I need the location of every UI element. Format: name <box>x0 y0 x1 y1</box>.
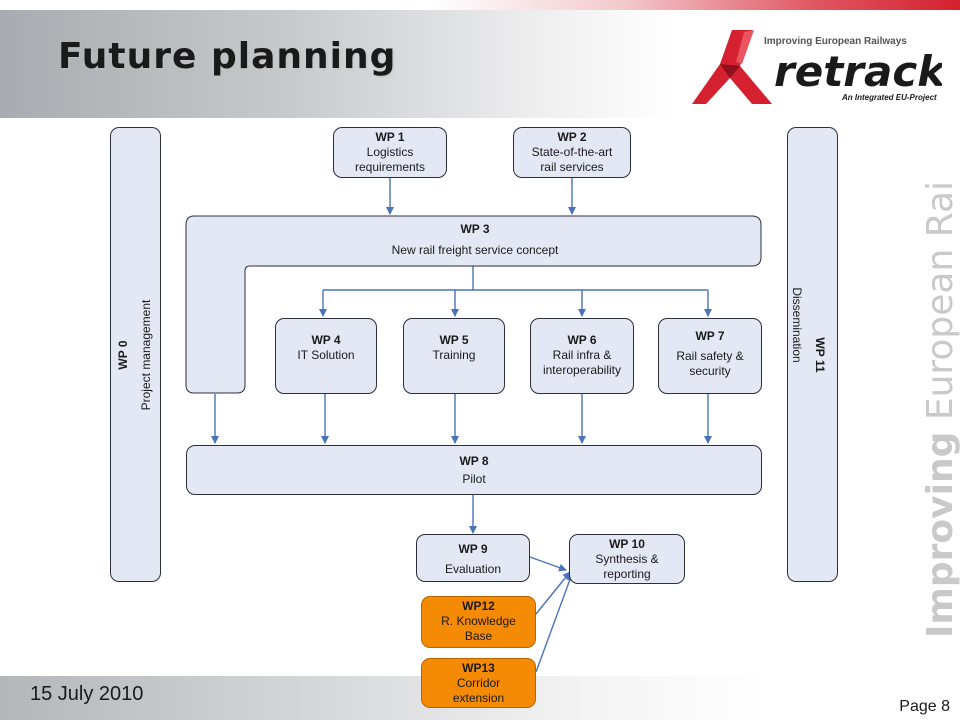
wp9-box: WP 9 Evaluation <box>416 534 530 582</box>
wp1-label: Logistics requirements <box>354 145 426 174</box>
wp12-label: R. Knowledge Base <box>441 614 516 643</box>
page-title: Future planning <box>58 36 397 77</box>
logo-name: retrack <box>774 47 942 96</box>
wp3-id: WP 3 <box>460 222 490 236</box>
wp13-id: WP13 <box>462 661 495 675</box>
svg-text:Improving European Railways: Improving European Railways <box>920 180 960 638</box>
wp7-id: WP 7 <box>695 329 725 343</box>
logo-subtitle: An Integrated EU-Project <box>841 93 937 102</box>
side-slogan-rest: European Railways <box>920 180 960 432</box>
wp12-box: WP12 R. Knowledge Base <box>421 596 536 648</box>
side-slogan: Improving European Railways <box>920 180 960 638</box>
header-accent-bar <box>0 0 960 10</box>
wp5-id: WP 5 <box>439 333 469 347</box>
wp0-id: WP 0 <box>116 340 130 370</box>
side-slogan-bold: Improving <box>920 432 960 638</box>
wp7-label: Rail safety & security <box>676 349 744 378</box>
footer-date: 15 July 2010 <box>30 683 144 705</box>
logo-mark <box>692 30 772 104</box>
wp9-id: WP 9 <box>458 542 488 556</box>
wp2-box: WP 2 State-of-the-art rail services <box>513 127 631 178</box>
wp12-id: WP12 <box>462 599 495 613</box>
wp8-id: WP 8 <box>459 454 489 468</box>
wp4-id: WP 4 <box>311 333 341 347</box>
wp6-box: WP 6 Rail infra & interoperability <box>530 318 634 394</box>
wp7-box: WP 7 Rail safety & security <box>658 318 762 394</box>
wp5-box: WP 5 Training <box>403 318 505 394</box>
wp3-shape <box>185 215 762 394</box>
wp8-label: Pilot <box>462 472 486 486</box>
wp3-text: WP 3 New rail freight service concept <box>340 222 610 262</box>
wp1-id: WP 1 <box>375 130 405 144</box>
wp2-id: WP 2 <box>557 130 587 144</box>
wp4-box: WP 4 IT Solution <box>275 318 377 394</box>
header-band <box>0 0 960 118</box>
wp8-box: WP 8 Pilot <box>186 445 762 495</box>
footer-page-number: Page 8 <box>899 698 950 715</box>
arrow-wp9-wp10 <box>529 556 567 572</box>
wp10-label: Synthesis & reporting <box>595 552 659 581</box>
wp5-label: Training <box>432 348 476 362</box>
wp2-label: State-of-the-art rail services <box>531 145 613 174</box>
wp3-label: New rail freight service concept <box>391 243 559 257</box>
wp13-box: WP13 Corridor extension <box>421 658 536 708</box>
wp6-id: WP 6 <box>567 333 597 347</box>
wp11-id: WP 11 <box>813 337 827 373</box>
logo-tagline: Improving European Railways <box>764 36 907 47</box>
wp0-box <box>110 127 161 582</box>
wp1-box: WP 1 Logistics requirements <box>333 127 447 178</box>
arrow-wp12-wp10 <box>535 571 571 615</box>
arrow-wp13-wp10 <box>535 573 574 673</box>
wp11-label: Dissemination <box>790 287 804 363</box>
wp0-label: Project management <box>139 299 153 411</box>
wp6-label: Rail infra & interoperability <box>542 348 622 377</box>
retrack-logo: Improving European Railways retrack An I… <box>692 30 942 104</box>
wp11-box <box>787 127 838 582</box>
wp10-box: WP 10 Synthesis & reporting <box>569 534 685 584</box>
wp13-label: Corridor extension <box>452 676 505 705</box>
wp4-label: IT Solution <box>297 348 355 362</box>
wp9-label: Evaluation <box>444 562 502 576</box>
wp10-id: WP 10 <box>609 537 645 551</box>
